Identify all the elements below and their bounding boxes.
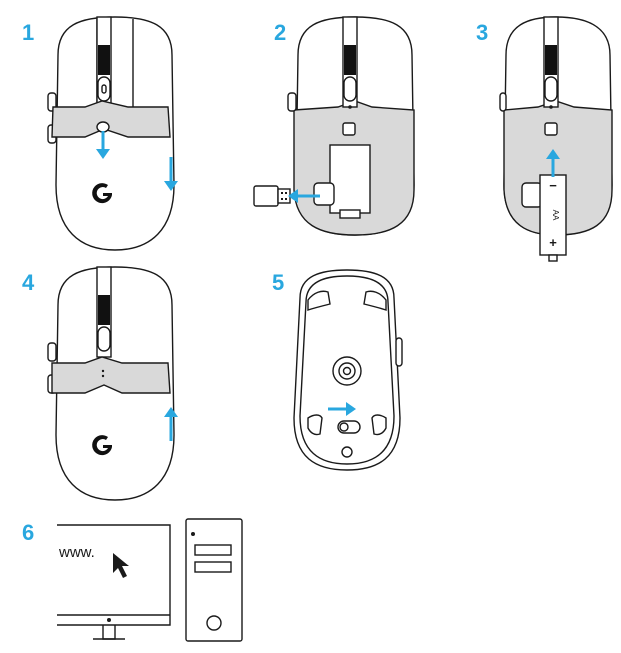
logitech-g-logo-icon [92, 435, 112, 456]
mouse-bottom-view [293, 269, 403, 471]
usb-receiver-icon [253, 185, 291, 207]
step-4-illustration [40, 265, 190, 505]
monitor-icon: www. [57, 524, 171, 640]
up-arrow-icon [164, 407, 178, 441]
step-number-2: 2 [274, 20, 287, 45]
down-arrow-icon [96, 131, 110, 159]
step-number-3: 3 [476, 20, 489, 45]
step-number-1: 1 [22, 20, 35, 45]
battery-plus-label: + [549, 235, 557, 250]
up-arrow-icon [546, 149, 560, 177]
step-number-4: 4 [22, 270, 35, 295]
mouse-top-view [47, 266, 175, 501]
url-text: www. [58, 544, 95, 561]
step-1-illustration [40, 15, 190, 255]
down-arrow-icon [164, 157, 178, 191]
computer-tower-icon [185, 518, 243, 642]
mouse-open-top-view [499, 16, 613, 236]
step-3-illustration: − + AA [499, 15, 618, 265]
mouse-open-top-view [287, 16, 415, 236]
step-5-illustration [290, 268, 410, 473]
battery-minus-label: − [549, 178, 557, 193]
right-arrow-icon [328, 402, 356, 416]
logitech-g-logo-icon [92, 183, 112, 204]
mouse-top-view [47, 16, 175, 251]
battery-type-label: AA [551, 210, 560, 221]
step-2-illustration [250, 15, 420, 240]
aa-battery-icon: − + AA [539, 174, 567, 262]
step-6-illustration: www. [55, 515, 250, 645]
cursor-arrow-icon [113, 553, 129, 578]
step-number-6: 6 [22, 520, 35, 545]
step-number-5: 5 [272, 270, 285, 295]
left-arrow-icon [288, 189, 320, 203]
